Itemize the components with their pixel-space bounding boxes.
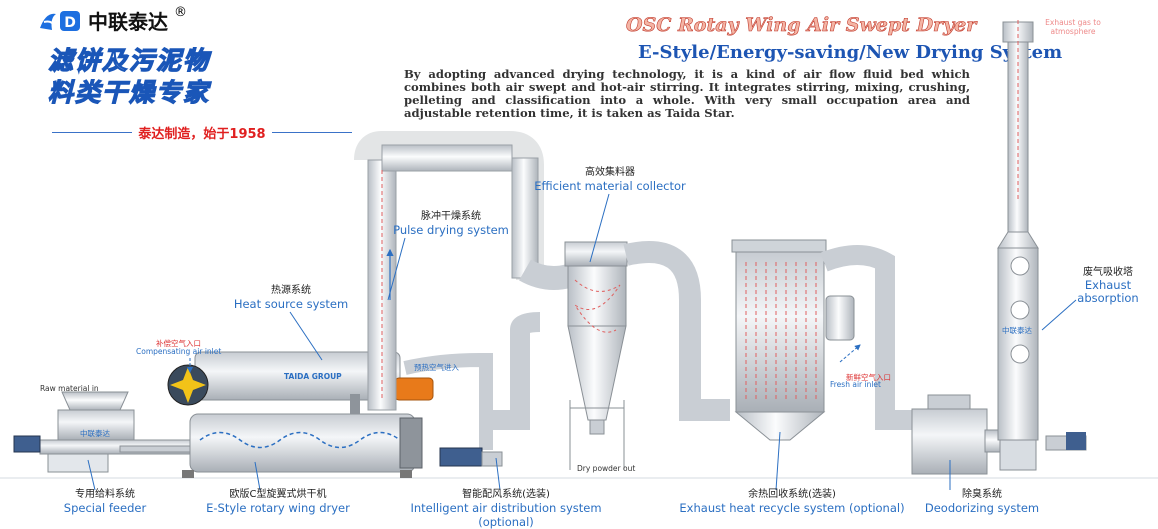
- absorption-tower: [997, 20, 1087, 471]
- deodorizing-label-en: Deodorizing system: [924, 501, 1040, 515]
- dryer-label: 欧版C型旋翼式烘干机 E-Style rotary wing dryer: [190, 488, 366, 515]
- pulse-label-cn: 脉冲干燥系统: [421, 211, 481, 222]
- divider: [271, 132, 352, 133]
- blower-motor: [439, 447, 483, 467]
- slogan-line-2: 料类干燥专家: [47, 77, 211, 107]
- dryer-label-cn: 欧版C型旋翼式烘干机: [229, 489, 327, 500]
- feeder-label: 专用给料系统 Special feeder: [40, 488, 170, 515]
- recycle-duct: [403, 241, 730, 450]
- divider: [52, 132, 133, 133]
- heat-recycle-label-en: Exhaust heat recycle system (optional): [679, 501, 905, 515]
- raw-material-note: Raw material in: [40, 384, 99, 393]
- exhaust-gas-note: Exhaust gas to atmosphere: [1045, 18, 1101, 36]
- collector-label: 高效集料器 Efficient material collector: [530, 166, 690, 193]
- deodorizing-label-cn: 除臭系统: [962, 489, 1002, 500]
- blower-housing: [481, 451, 503, 467]
- heat-recycle-label-cn: 余热回收系统(选装): [748, 489, 836, 500]
- heat-label: 热源系统 Heat source system: [216, 284, 366, 311]
- rotary-wing-dryer: [182, 413, 423, 478]
- description: By adopting advanced drying technology, …: [404, 67, 970, 120]
- brand-name: 中联泰达: [88, 10, 168, 34]
- dryer-label-en: E-Style rotary wing dryer: [206, 501, 350, 515]
- drum-logo-text: TAIDA GROUP: [284, 372, 342, 381]
- feeder-label-en: Special feeder: [63, 501, 147, 515]
- compensating-air-cn: 补偿空气入口: [156, 339, 201, 348]
- company-logo-icon: D: [40, 10, 80, 31]
- deodorizing-label: 除臭系统 Deodorizing system: [914, 488, 1050, 515]
- pulse-label-en: Pulse drying system: [393, 223, 509, 237]
- slogan-line-1: 滤饼及污泥物: [47, 45, 211, 75]
- exhaust-absorption-label-cn: 废气吸收塔: [1083, 267, 1133, 278]
- exhaust-absorption-label: 废气吸收塔 Exhaust absorption: [1060, 266, 1156, 305]
- heat-label-en: Heat source system: [233, 297, 349, 311]
- feeder-label-cn: 专用给料系统: [75, 489, 135, 500]
- svg-text:D: D: [64, 15, 76, 31]
- brand-header: D 中联泰达 ®: [38, 5, 187, 35]
- registered-mark: ®: [174, 5, 187, 20]
- air-distribution-label-cn: 智能配风系统(选装): [462, 489, 550, 500]
- heat-label-cn: 热源系统: [271, 285, 311, 296]
- fresh-air-en: Fresh air inlet: [830, 380, 881, 389]
- collector-label-en: Efficient material collector: [534, 179, 686, 193]
- exhaust-absorption-label-en: Exhaust absorption: [1077, 278, 1139, 305]
- collector-label-cn: 高效集料器: [585, 167, 635, 178]
- since-text: 泰达制造，始于1958: [138, 127, 266, 142]
- air-distribution-label: 智能配风系统(选装) Intelligent air distribution …: [386, 488, 626, 529]
- pulse-drying-duct: [354, 131, 608, 411]
- tower-logo-text: 中联泰达: [1002, 326, 1032, 335]
- heat-source-unit: [167, 351, 434, 414]
- fresh-air-cn: 新鲜空气入口: [846, 373, 891, 382]
- dry-powder-note: Dry powder out: [577, 464, 636, 473]
- preheat-air-note: 预热空气进入: [414, 363, 459, 372]
- compensating-air-en: Compensating air inlet: [136, 347, 222, 356]
- since-banner: 泰达制造，始于1958: [52, 123, 352, 142]
- pulse-label: 脉冲干燥系统 Pulse drying system: [376, 210, 526, 237]
- sub-title: E-Style/Energy-saving/New Drying System: [638, 42, 1063, 63]
- material-collector: [564, 241, 628, 470]
- feeder-logo-text: 中联泰达: [80, 429, 110, 438]
- heat-recycle-label: 余热回收系统(选装) Exhaust heat recycle system (…: [672, 488, 912, 515]
- main-title: OSC Rotay Wing Air Swept Dryer: [626, 14, 977, 37]
- heat-recycle-box: [731, 239, 920, 441]
